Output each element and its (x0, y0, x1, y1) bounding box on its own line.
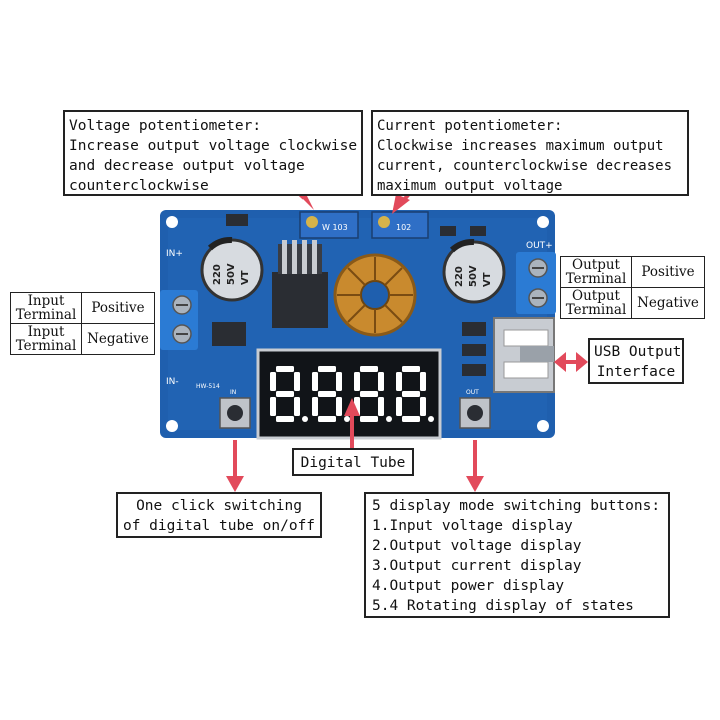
display-segment (396, 372, 402, 391)
usb-line-1: USB Output (594, 344, 682, 360)
modes-line-3: 2.Output voltage display (372, 538, 582, 554)
display-segment (336, 397, 342, 416)
modes-line-1: 5 display mode switching buttons: (372, 498, 661, 514)
display-segment (336, 372, 342, 391)
current-pot-line-2: Clockwise increases maximum output (377, 138, 664, 154)
input-terminal-label: Input Terminal (10, 323, 82, 355)
display-decimal-point (428, 416, 434, 422)
usb-line-2: Interface (596, 364, 676, 380)
silk-btn-out: OUT (466, 389, 479, 396)
display-segment (318, 416, 336, 422)
usb-callout: USB Output Interface (588, 338, 684, 384)
display-segment (318, 366, 336, 372)
cap-right-line3: VT (482, 272, 493, 287)
silk-model: HW-514 (196, 383, 220, 390)
cap-left-line3: VT (240, 270, 251, 285)
output-row-negative: Output Terminal Negative (560, 287, 705, 319)
modes-line-2: 1.Input voltage display (372, 518, 573, 534)
display-segment (378, 397, 384, 416)
display-segment (318, 391, 336, 397)
voltage-pot-line-1: Voltage potentiometer: (69, 118, 262, 134)
output-terminal-label: Output Terminal (560, 256, 632, 288)
arrow-one-click-head (226, 476, 244, 492)
one-click-callout: One click switching of digital tube on/o… (116, 492, 322, 538)
current-pot-line-4: maximum output voltage (377, 178, 563, 194)
display-segment (270, 397, 276, 416)
current-pot-line-3: current, counterclockwise decreases (377, 158, 673, 174)
display-segment (354, 372, 360, 391)
input-terminal-label: Input Terminal (10, 292, 82, 324)
output-negative-label: Negative (631, 287, 705, 319)
one-click-line-2: of digital tube on/off (122, 518, 316, 534)
display-segment (402, 366, 420, 372)
silk-in-minus: IN- (166, 377, 179, 387)
silk-pot-right: 102 (396, 223, 411, 232)
current-pot-line-1: Current potentiometer: (377, 118, 563, 134)
display-modes-callout: 5 display mode switching buttons: 1.Inpu… (364, 492, 670, 618)
input-terminal-table: Input Terminal Positive Input Terminal N… (10, 292, 155, 355)
input-negative-label: Negative (81, 323, 155, 355)
cap-right-line1: 220 (454, 266, 465, 287)
display-segment (276, 391, 294, 397)
voltage-pot-line-2: Increase output voltage clockwise (69, 138, 358, 154)
voltage-pot-callout: Voltage potentiometer: Increase output v… (63, 110, 363, 196)
arrow-usb-tail (576, 352, 588, 372)
mount-hole (537, 420, 549, 432)
silk-out-plus: OUT+ (526, 241, 553, 251)
voltage-pot-line-4: counterclockwise (69, 178, 209, 194)
output-terminal-label: Output Terminal (560, 287, 632, 319)
mount-hole (166, 216, 178, 228)
display-segment (378, 372, 384, 391)
silk-btn-in: IN (230, 389, 236, 396)
display-segment (360, 391, 378, 397)
display-decimal-point (302, 416, 308, 422)
digital-tube-callout: Digital Tube (292, 448, 414, 476)
display-segment (402, 391, 420, 397)
display-segment (360, 366, 378, 372)
one-click-line-1: One click switching (136, 498, 302, 514)
display-decimal-point (386, 416, 392, 422)
display-segment (312, 372, 318, 391)
display-segment (270, 372, 276, 391)
display-segment (294, 397, 300, 416)
input-row-positive: Input Terminal Positive (10, 292, 155, 324)
input-positive-label: Positive (81, 292, 155, 324)
cap-left-line2: 50V (226, 263, 237, 285)
arrow-digital-tube-head (344, 398, 360, 416)
voltage-pot-line-3: and decrease output voltage (69, 158, 305, 174)
digital-tube-label: Digital Tube (300, 455, 406, 471)
display-segment (312, 397, 318, 416)
silk-in-plus: IN+ (166, 249, 183, 259)
display-segment (420, 372, 426, 391)
cap-left-line1: 220 (212, 264, 223, 285)
modes-line-4: 3.Output current display (372, 558, 582, 574)
modes-line-6: 5.4 Rotating display of states (372, 598, 634, 614)
output-row-positive: Output Terminal Positive (560, 256, 705, 288)
mount-hole (166, 420, 178, 432)
display-segment (360, 416, 378, 422)
display-decimal-point (344, 416, 350, 422)
display-segment (396, 397, 402, 416)
regulator-ic (272, 272, 328, 328)
display-segment (294, 372, 300, 391)
output-positive-label: Positive (631, 256, 705, 288)
modes-line-5: 4.Output power display (372, 578, 565, 594)
arrow-current-pot-head (392, 194, 410, 214)
mount-hole (537, 216, 549, 228)
output-terminal-table: Output Terminal Positive Output Terminal… (560, 256, 705, 319)
current-pot-callout: Current potentiometer: Clockwise increas… (371, 110, 689, 196)
display-segment (276, 366, 294, 372)
input-row-negative: Input Terminal Negative (10, 323, 155, 355)
display-segment (420, 397, 426, 416)
arrow-modes-head (466, 476, 484, 492)
display-digits (270, 366, 434, 422)
silk-pot-left: W 103 (322, 223, 348, 232)
display-segment (402, 416, 420, 422)
cap-right-line2: 50V (468, 265, 479, 287)
display-segment (276, 416, 294, 422)
arrow-usb-head (554, 352, 566, 372)
